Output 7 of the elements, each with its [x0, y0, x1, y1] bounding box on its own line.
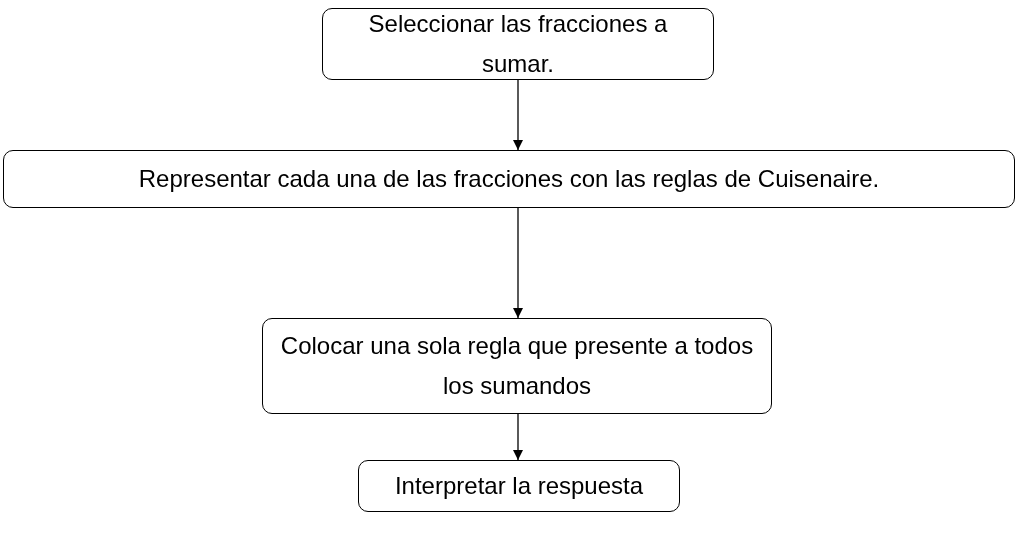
arrow [513, 413, 523, 461]
process-box: Interpretar la respuesta [358, 460, 680, 512]
process-box: Seleccionar las fracciones a sumar. [322, 8, 714, 80]
process-box: Representar cada una de las fracciones con las reglas de Cuisenaire. [3, 150, 1015, 208]
arrow [513, 207, 523, 319]
process-box: Colocar una sola regla que presente a todos los sumandos [262, 318, 772, 414]
arrow [513, 79, 523, 151]
